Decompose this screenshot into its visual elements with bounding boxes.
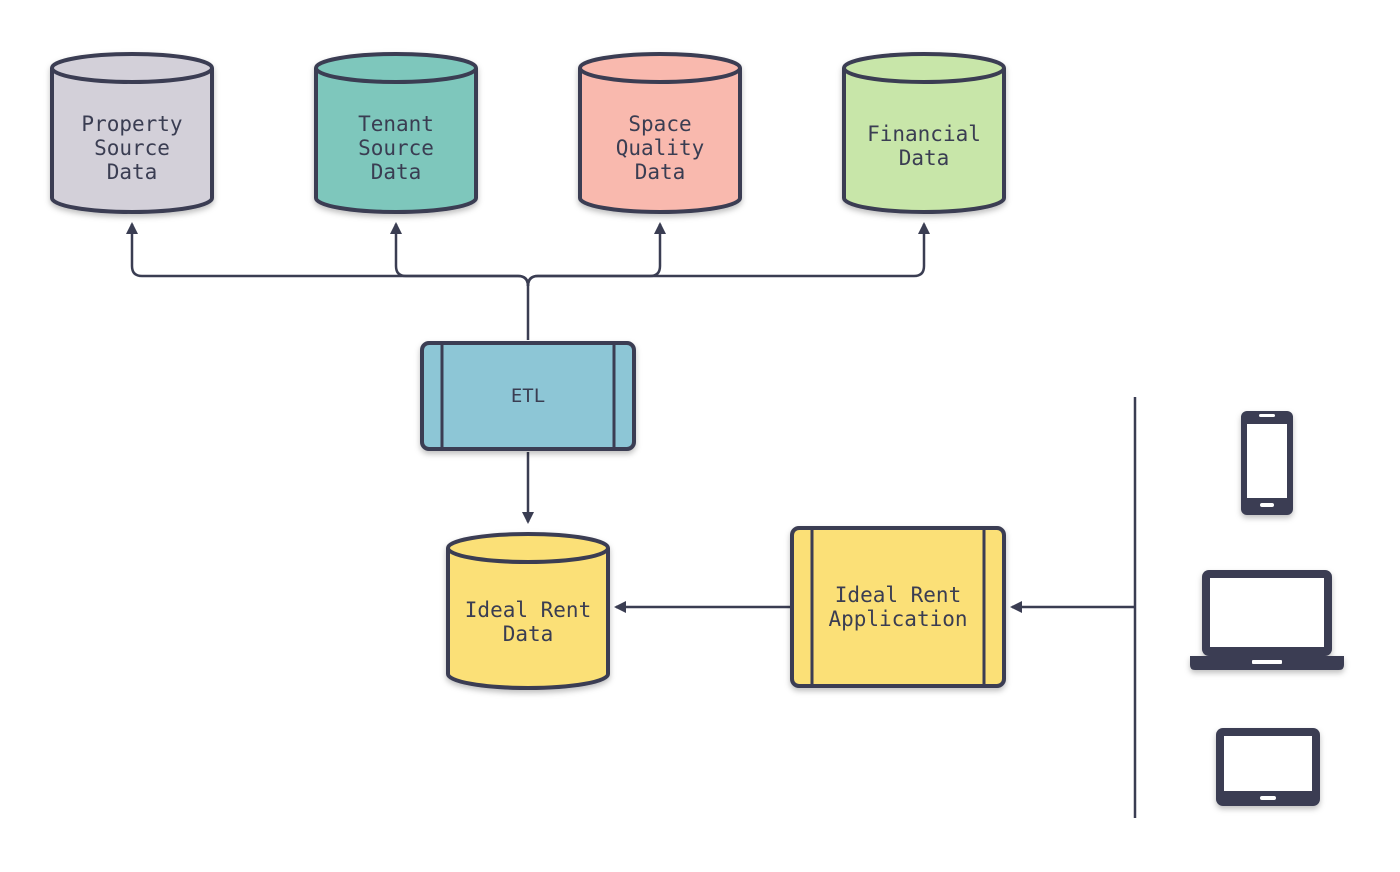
label-line: Quality	[615, 136, 705, 160]
label-line: Tenant	[358, 112, 434, 136]
space-quality-data-cylinder	[578, 52, 742, 214]
label-line: Source	[94, 136, 170, 160]
cylinder-rim	[842, 67, 1006, 84]
label-line: Data	[106, 160, 158, 184]
smartphone-icon	[1241, 411, 1293, 515]
label-line: Data	[502, 622, 554, 646]
label-line: Source	[358, 136, 434, 160]
label-line: Data	[898, 146, 950, 170]
label-line: Property	[81, 112, 183, 136]
property-source-data-cylinder	[50, 52, 214, 214]
tablet-icon	[1216, 728, 1320, 806]
etl-process-box	[420, 341, 636, 451]
etl-label: ETL	[442, 384, 614, 408]
laptop-icon	[1190, 570, 1344, 670]
label-line: Data	[370, 160, 422, 184]
ideal-rent-data-cylinder	[446, 532, 610, 690]
cylinder-rim	[578, 67, 742, 84]
tenant-source-data-label: Tenant Source Data	[316, 112, 476, 184]
cylinder-rim	[50, 67, 214, 84]
label-line: Data	[634, 160, 686, 184]
cylinder-body	[50, 52, 214, 214]
label-line: Space	[628, 112, 692, 136]
cylinder-body	[578, 52, 742, 214]
label-line: ETL	[510, 385, 546, 407]
cylinder-rim	[314, 67, 478, 84]
label-line: Application	[828, 607, 968, 631]
label-line: Financial	[867, 122, 981, 146]
ideal-rent-data-label: Ideal Rent Data	[448, 598, 608, 646]
ideal-rent-application-box	[790, 526, 1006, 688]
property-source-data-label: Property Source Data	[52, 112, 212, 184]
edge-etl-to-property	[126, 222, 530, 340]
cylinder-rim	[446, 547, 610, 564]
financial-data-cylinder	[842, 52, 1006, 214]
cylinder-body	[446, 532, 610, 690]
edge-etl-to-tenant	[390, 222, 530, 287]
ideal-rent-application-label: Ideal Rent Application	[812, 583, 984, 631]
label-line: Ideal Rent	[834, 583, 962, 607]
edge-etl-to-financial	[526, 222, 930, 287]
label-line: Ideal Rent	[464, 598, 592, 622]
tenant-source-data-cylinder	[314, 52, 478, 214]
cylinder-body	[842, 52, 1006, 214]
financial-data-label: Financial Data	[844, 122, 1004, 170]
cylinder-body	[314, 52, 478, 214]
space-quality-data-label: Space Quality Data	[580, 112, 740, 184]
